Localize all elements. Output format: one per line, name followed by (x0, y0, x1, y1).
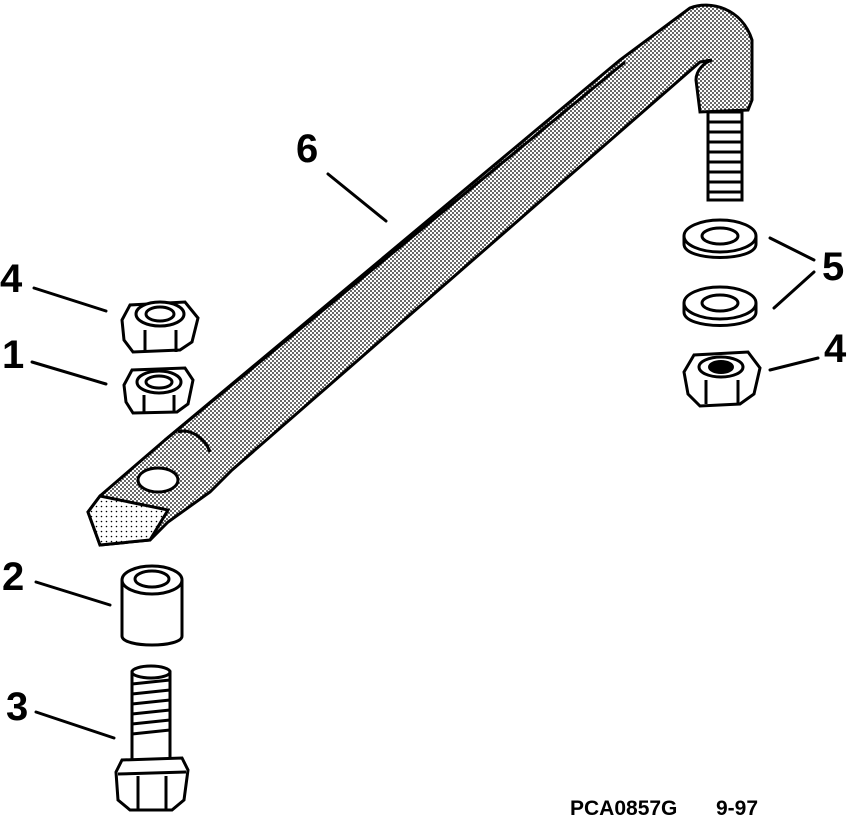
tie-rod-link (86, 3, 754, 547)
callout-4-right: 4 (824, 327, 847, 371)
leader-6 (326, 172, 388, 223)
callout-4-left: 4 (0, 257, 23, 301)
callout-5: 5 (822, 245, 844, 289)
figure-date: 9-97 (716, 797, 758, 819)
leader-2 (34, 580, 112, 607)
washer-upper (682, 218, 758, 259)
callout-6: 6 (296, 127, 318, 171)
nut-right (682, 350, 762, 408)
jam-nut (122, 366, 195, 415)
figure-code: PCA0857G (570, 797, 677, 819)
callout-2: 2 (2, 555, 24, 599)
leader-4-left (32, 286, 108, 313)
callout-3: 3 (6, 685, 28, 729)
leader-1 (30, 360, 108, 386)
tie-rod-threaded-stud (706, 110, 744, 202)
leader-5-upper (768, 236, 816, 262)
leader-3 (34, 710, 116, 740)
spacer-bushing (120, 564, 184, 647)
leader-5-lower (772, 270, 816, 310)
lock-nut-left (120, 300, 200, 354)
leader-4-right (768, 356, 820, 372)
cap-screw (114, 664, 190, 812)
callout-1: 1 (2, 333, 24, 377)
washer-lower (682, 285, 758, 327)
